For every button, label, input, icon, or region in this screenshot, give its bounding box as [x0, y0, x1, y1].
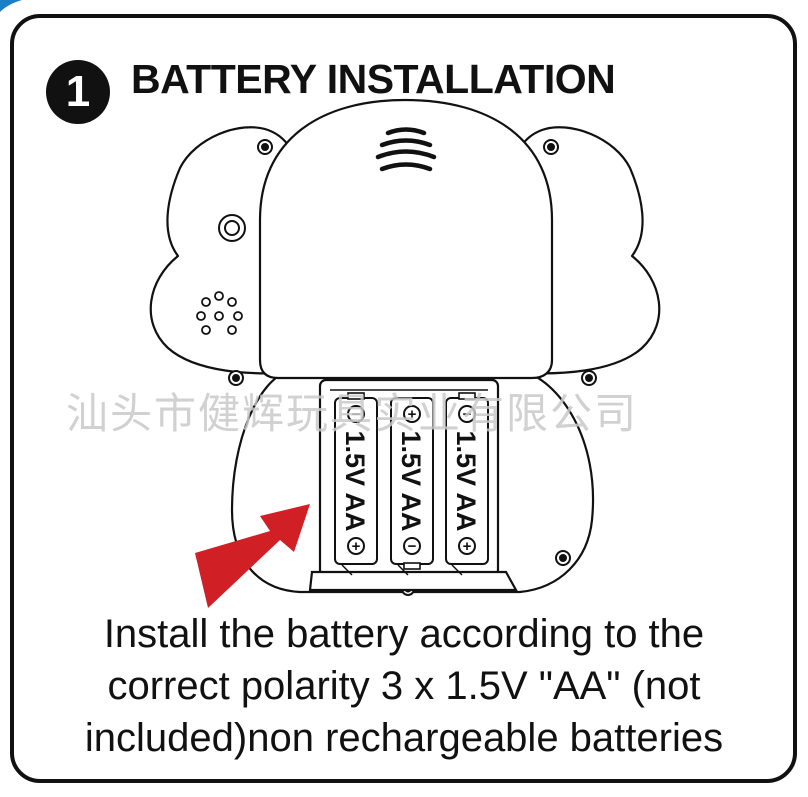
battery-label: 1.5V AA: [396, 430, 426, 531]
switch-icon: [218, 214, 246, 242]
minus-icon-label: −: [408, 538, 417, 555]
screw-icon: [543, 139, 559, 155]
plus-icon: [403, 405, 421, 423]
speaker-grille: [375, 127, 437, 172]
instruction-line: included)non rechargeable batteries: [84, 716, 724, 760]
plus-icon-label: +: [463, 538, 472, 555]
plus-icon: [458, 537, 476, 555]
minus-icon: [458, 405, 476, 423]
battery-label: 1.5V AA: [451, 430, 481, 531]
direction-arrow: [195, 504, 310, 608]
screw-icon: [257, 139, 273, 155]
plus-icon-label: +: [408, 406, 417, 423]
instruction-text: Install the battery according to the cor…: [20, 608, 788, 764]
plus-icon-label: +: [352, 538, 361, 555]
minus-icon-label: −: [352, 406, 361, 423]
battery-label: 1.5V AA: [340, 430, 370, 531]
watermark-text: 汕头市健辉玩具实业有限公司: [66, 389, 639, 438]
step-number-badge: 1: [46, 60, 110, 124]
screw-icon: [555, 550, 571, 566]
instruction-line: Install the battery according to the: [103, 612, 705, 656]
instruction-line: correct polarity 3 x 1.5V "AA" (not: [107, 664, 701, 708]
head-dome: [258, 98, 554, 380]
battery: − +1.5V AA: [445, 392, 489, 565]
battery: − +1.5V AA: [334, 392, 378, 565]
screw-icon: [581, 370, 597, 386]
screw-icon: [228, 370, 244, 386]
minus-icon: [347, 405, 365, 423]
battery: + − 1.5V AA: [390, 397, 434, 570]
plus-icon: [347, 537, 365, 555]
speaker-holes: [196, 291, 243, 335]
step-title: BATTERY INSTALLATION: [131, 56, 616, 102]
corner-accent: [0, 0, 22, 12]
minus-icon: [403, 537, 421, 555]
minus-icon-label: −: [463, 406, 472, 423]
